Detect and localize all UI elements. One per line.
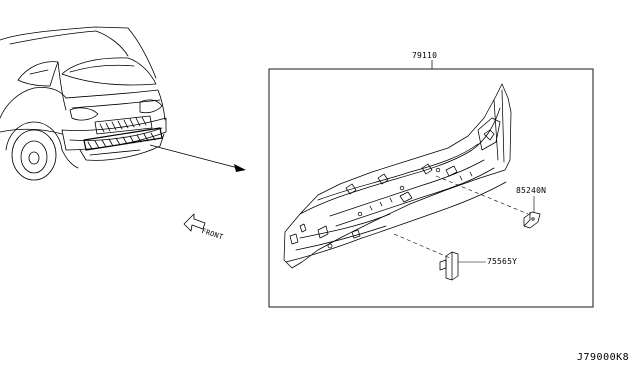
rear-panel-79110 [283, 83, 512, 269]
front-arrow-icon [183, 213, 206, 232]
leader-arrow [149, 144, 246, 172]
part-label-75565Y: 75565Y [487, 257, 518, 266]
part-label-85240N: 85240N [516, 186, 547, 195]
dashed-leaders [393, 175, 529, 259]
diagram-id: J79000K8 [577, 352, 630, 363]
bracket-85240N [523, 211, 541, 229]
parts-frame [268, 68, 594, 308]
vehicle-rear-illustration [0, 26, 167, 181]
bracket-75565Y [439, 251, 459, 281]
part-label-79110: 79110 [412, 51, 438, 60]
